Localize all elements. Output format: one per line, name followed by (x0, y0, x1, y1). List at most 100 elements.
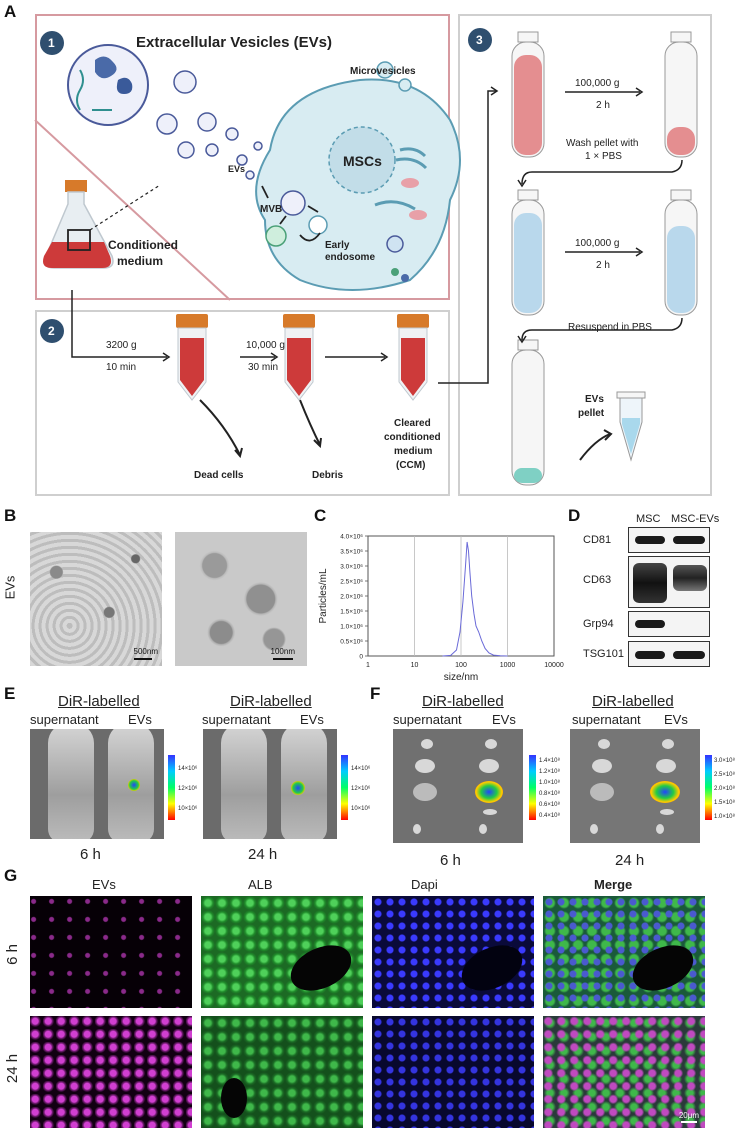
uc2-time: 2 h (596, 260, 610, 271)
f-colorbar-24h (705, 755, 712, 820)
mouse-supernatant-6h (48, 729, 94, 839)
blot-label-cd81: CD81 (583, 534, 612, 546)
mouse-supernatant-24h (221, 729, 267, 839)
ivis-organs-24h (570, 729, 700, 843)
chart-y-tick-label: 4.0×10⁶ (340, 534, 363, 541)
tem-scale-bar-1 (134, 658, 152, 660)
dead-cells-label: Dead cells (194, 470, 244, 481)
g-row-24h: 24 h (4, 1053, 22, 1084)
tem-scale-label-2: 100nm (270, 647, 295, 656)
tem-image-high-mag: 100nm (175, 532, 307, 666)
vessel-alb-6h (283, 936, 359, 1000)
panel-label-f: F (370, 684, 381, 703)
organ-e-kidney-24h (656, 824, 664, 834)
chart-series-line (442, 541, 508, 657)
f-colorbar-6h (529, 755, 536, 820)
organ-e-spleen-24h (660, 809, 674, 815)
f-tick-24h-1: 3.0×10⁸ (714, 758, 736, 764)
vessel-alb-24h (221, 1078, 247, 1118)
step3-number: 3 (476, 33, 483, 47)
chart-y-tick-label: 0 (359, 654, 363, 661)
chart-x-tick-label: 10 (411, 662, 419, 669)
e-time-6h: 6 h (80, 846, 101, 863)
endosome-label: endosome (325, 252, 376, 263)
e-colorbar-6h (168, 755, 175, 820)
fluor-merge-6h (543, 896, 705, 1008)
e-tick-24h-3: 10×10⁶ (351, 806, 371, 812)
spin1-speed: 3200 g (106, 340, 137, 351)
panel-a-graphics (34, 28, 698, 486)
e-tick-6h-2: 12×10⁶ (178, 786, 198, 792)
blot-grp94 (628, 611, 710, 637)
panel-label-e: E (4, 684, 16, 703)
f-tick-6h-1: 1.4×10⁸ (539, 758, 561, 764)
step2-box (35, 310, 450, 496)
f-sub-evs-24h: EVs (664, 712, 688, 727)
band-tsg101-evs (673, 651, 705, 659)
panel-b-ylabel: EVs (2, 575, 18, 600)
band-cd63-msc (633, 563, 667, 603)
blot-label-cd63: CD63 (583, 574, 612, 586)
blot-cd63 (628, 556, 710, 608)
organ-e-kidney-6h (479, 824, 487, 834)
f-sub-supernatant-6h: supernatant (393, 712, 462, 727)
panel-label-b: B (4, 506, 17, 525)
uc1-speed: 100,000 g (575, 78, 620, 89)
conditioned-label-2: medium (117, 254, 164, 268)
fluor-alb-6h (201, 896, 363, 1008)
e-colorbar-24h (341, 755, 348, 820)
panel-label-d: D (568, 506, 581, 525)
chart-y-tick-label: 0.5×10⁶ (340, 639, 363, 646)
organ-e-liver-6h (475, 781, 503, 803)
f-tick-6h-3: 1.0×10⁸ (539, 780, 561, 786)
panel-label-a: A (4, 2, 17, 21)
g-col-merge: Merge (594, 877, 633, 892)
evs-pellet-label-2: pellet (578, 408, 605, 419)
e-sub-evs-6h: EVs (128, 712, 152, 727)
e-tick-24h-2: 12×10⁶ (351, 786, 371, 792)
blot-label-tsg101: TSG101 (583, 648, 624, 660)
tem-image-low-mag: 500nm (30, 532, 162, 666)
f-tick-6h-5: 0.6×10⁸ (539, 802, 561, 808)
blot-col-msc-evs: MSC-EVs (671, 513, 720, 525)
ev-title: Extracellular Vesicles (EVs) (136, 34, 332, 51)
resuspend-label: Resuspend in PBS (568, 322, 652, 333)
debris-label: Debris (312, 470, 344, 481)
e-time-24h: 24 h (248, 846, 278, 863)
panel-label-g: G (4, 866, 18, 885)
chart-y-tick-label: 3.0×10⁶ (340, 564, 363, 571)
e-tick-6h-1: 14×10⁶ (178, 766, 198, 772)
e-sub-supernatant-6h: supernatant (30, 712, 99, 727)
band-grp94-msc (635, 620, 665, 628)
chart-x-axis-label: size/nm (444, 672, 478, 683)
ccm-label-3: medium (394, 446, 433, 457)
signal-hotspot-6h (128, 779, 140, 791)
wash-label-2: 1 × PBS (585, 151, 622, 162)
organ-s-liver-6h (413, 783, 437, 801)
chart-x-tick-label: 10000 (544, 662, 564, 669)
step3-box (458, 14, 712, 496)
spin2-speed: 10,000 g (246, 340, 285, 351)
f-tick-24h-4: 1.5×10⁸ (714, 800, 736, 806)
f-tick-6h-6: 0.4×10⁸ (539, 813, 561, 819)
chart-y-tick-label: 1.5×10⁶ (340, 609, 363, 616)
g-scale-bar (681, 1121, 697, 1123)
step2-number: 2 (48, 324, 55, 338)
organ-e-heart-6h (485, 739, 497, 749)
chart-y-tick-label: 3.5×10⁶ (340, 549, 363, 556)
chart-y-tick-label: 2.0×10⁶ (340, 594, 363, 601)
early-label: Early (325, 240, 350, 251)
organ-s-kidney-24h (590, 824, 598, 834)
ccm-label-1: Cleared (394, 418, 431, 429)
fluor-merge-24h: 20μm (543, 1016, 705, 1128)
chart-x-tick-label: 1000 (500, 662, 516, 669)
organ-s-kidney-6h (413, 824, 421, 834)
organ-s-heart-6h (421, 739, 433, 749)
f-tick-6h-4: 0.8×10⁸ (539, 791, 561, 797)
ivis-mice-6h (30, 729, 164, 839)
f-group-label-6h: DiR-labelled (422, 693, 504, 710)
e-sub-supernatant-24h: supernatant (202, 712, 271, 727)
f-tick-24h-3: 2.0×10⁸ (714, 786, 736, 792)
e-sub-evs-24h: EVs (300, 712, 324, 727)
